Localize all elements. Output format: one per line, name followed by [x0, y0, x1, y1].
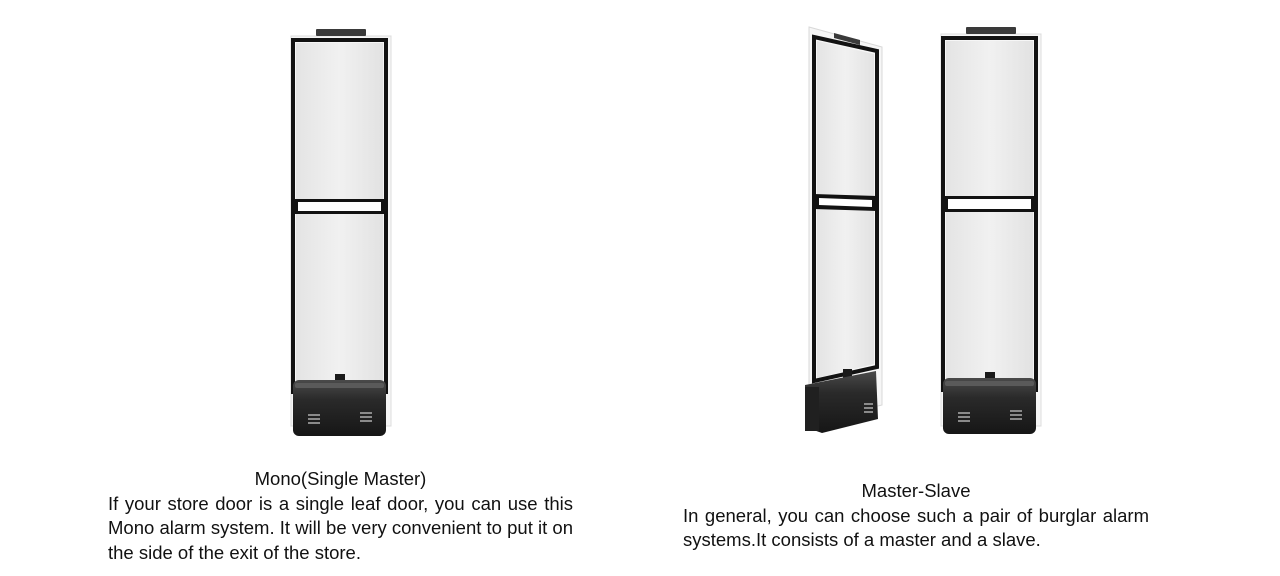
master-slave-description: In general, you can choose such a pair o…: [683, 504, 1149, 551]
slave-antenna-image: [802, 25, 886, 437]
mono-antenna-image: [288, 28, 394, 440]
master-slave-caption: Master-Slave In general, you can choose …: [683, 479, 1149, 553]
mono-title: Mono(Single Master): [254, 468, 427, 489]
mono-caption: Mono(Single Master) If your store door i…: [108, 467, 573, 565]
master-slave-title: Master-Slave: [861, 480, 971, 501]
master-antenna-image: [938, 26, 1044, 438]
mono-description: If your store door is a single leaf door…: [108, 492, 573, 563]
